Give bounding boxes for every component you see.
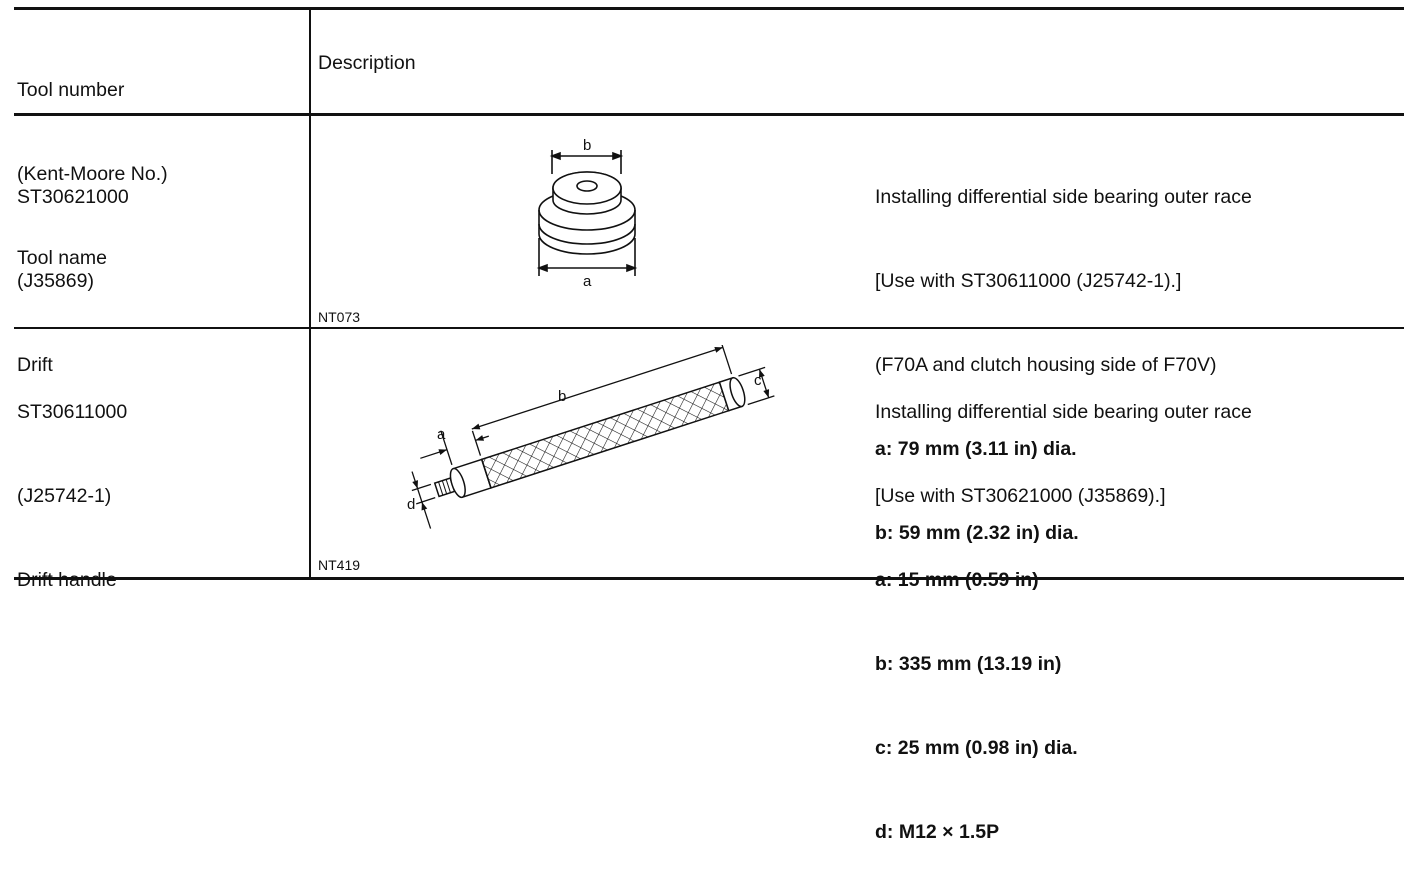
- figure-code: NT419: [318, 557, 361, 573]
- header-tool-line: (Kent-Moore No.): [17, 163, 168, 185]
- row2-tool-info: ST30611000 (J25742-1) Drift handle: [17, 342, 127, 622]
- spec-line: b: 59 mm (2.32 in) dia.: [875, 522, 1079, 544]
- tool-name: Drift: [17, 354, 53, 376]
- tool-name: Drift handle: [17, 569, 117, 591]
- table-header-rule: [14, 113, 1404, 116]
- spec-line: c: 25 mm (0.98 in) dia.: [875, 737, 1078, 759]
- table-column-divider: [309, 9, 311, 579]
- tool-number: ST30611000: [17, 401, 128, 423]
- table-top-rule: [14, 7, 1404, 10]
- table-bottom-rule: [14, 577, 1404, 580]
- header-tool-line: Tool number: [17, 79, 125, 101]
- description-line: [Use with ST30611000 (J25742-1).]: [875, 270, 1182, 292]
- table-row-divider: [14, 327, 1404, 329]
- row1-tool-info: ST30621000 (J35869) Drift: [17, 127, 129, 407]
- drift-tool-drawing-icon: b a: [536, 137, 638, 290]
- spec-line: a: 15 mm (0.59 in): [875, 569, 1039, 591]
- dimension-label-d: d: [407, 496, 415, 513]
- description-line: Installing differential side bearing out…: [875, 401, 1252, 423]
- kent-moore-number: (J35869): [17, 270, 94, 292]
- figure-code: NT073: [318, 309, 361, 325]
- description-line: (F70A and clutch housing side of F70V): [875, 354, 1217, 376]
- spec-line: d: M12 × 1.5P: [875, 821, 1000, 843]
- dimension-label-c: c: [754, 372, 762, 389]
- description-line: [Use with ST30621000 (J35869).]: [875, 485, 1166, 507]
- tool-number: ST30621000: [17, 186, 129, 208]
- kent-moore-number: (J25742-1): [17, 485, 112, 507]
- header-tool-column: Tool number (Kent-Moore No.) Tool name: [17, 20, 168, 300]
- row2-description: Installing differential side bearing out…: [875, 342, 1252, 874]
- header-tool-line: Tool name: [17, 247, 107, 269]
- spec-line: a: 79 mm (3.11 in) dia.: [875, 438, 1077, 460]
- header-description-column: Description: [318, 52, 416, 74]
- dimension-label-a: a: [583, 273, 592, 290]
- drift-handle-drawing-icon: b a c d: [407, 345, 775, 529]
- dimension-label-b: b: [558, 388, 566, 405]
- spec-line: b: 335 mm (13.19 in): [875, 653, 1062, 675]
- dimension-label-a: a: [437, 426, 446, 443]
- row1-description: Installing differential side bearing out…: [875, 127, 1252, 575]
- dimension-label-b: b: [583, 137, 591, 154]
- description-line: Installing differential side bearing out…: [875, 186, 1252, 208]
